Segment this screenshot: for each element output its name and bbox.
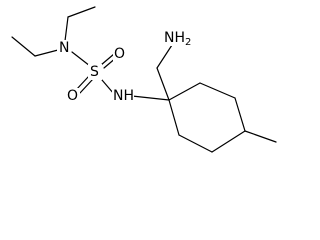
atom-label-layer: N S O O NH NH2 <box>57 30 193 104</box>
atom-oxygen-left: O <box>67 88 78 104</box>
bond-s-o-left-a <box>75 75 90 91</box>
bond-ring-c1-c2 <box>168 82 201 101</box>
bond-ch2-nh2 <box>156 44 173 69</box>
bond-ring-c4-c5 <box>211 130 246 153</box>
atom-sulfur: S <box>90 64 99 80</box>
atom-nh: NH <box>113 88 134 104</box>
bond-ring-c3-c4 <box>234 97 246 132</box>
atom-amine: NH2 <box>164 30 191 48</box>
bond-layer <box>11 6 277 153</box>
bond-n-ethyl2-ch2 <box>34 49 59 57</box>
bond-s-o-left-b <box>79 78 94 94</box>
bond-ring-c6-c1 <box>168 99 180 136</box>
bond-ethyl2-ch2-ch3 <box>11 36 36 57</box>
bond-s-o-right-a <box>100 53 115 66</box>
bond-ring-c2-c3 <box>199 82 236 99</box>
bond-ethyl1-ch2-ch3 <box>67 6 96 18</box>
bond-nh-c1 <box>131 95 170 101</box>
bond-c4-methyl <box>244 130 277 143</box>
bond-n-ethyl1-ch2 <box>64 16 69 42</box>
bond-ring-c5-c6 <box>178 134 213 153</box>
molecule-structure: N S O O NH NH2 <box>11 6 277 153</box>
bond-c1-ch2 <box>156 67 170 101</box>
atom-amine-main: NH <box>164 30 185 46</box>
atom-amine-subscript: 2 <box>185 37 191 48</box>
atom-oxygen-right: O <box>114 46 125 62</box>
atom-n-amide: N <box>59 40 69 56</box>
bond-n-s <box>71 51 91 67</box>
